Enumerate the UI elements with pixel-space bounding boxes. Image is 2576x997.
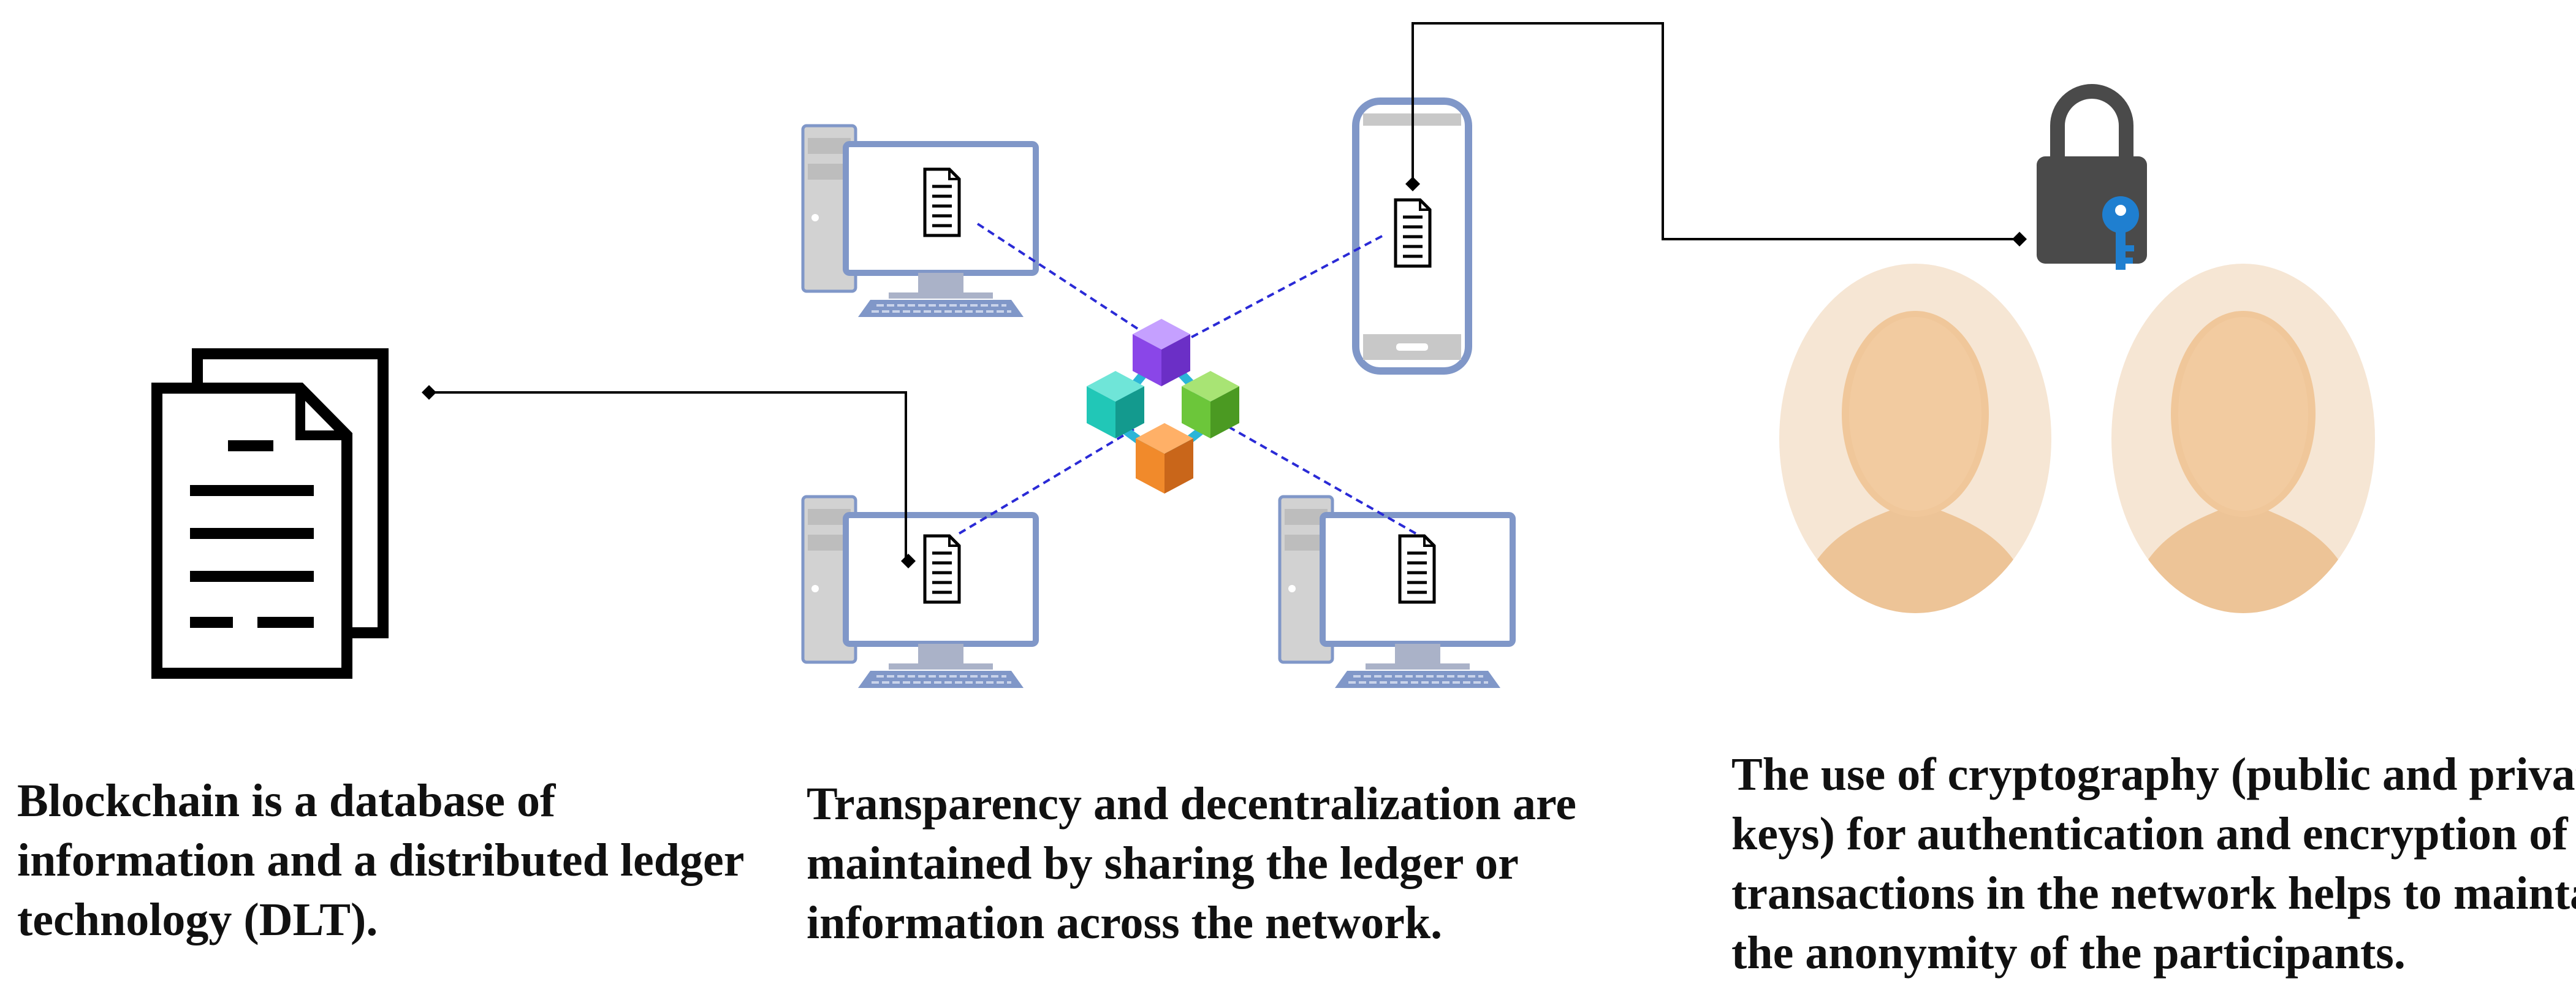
person-avatar-icon-right [2111,264,2375,613]
caption-line: Transparency and decentralization are [807,778,1577,830]
blockchain-cubes-icon [1087,319,1239,494]
caption-line: technology (DLT). [17,894,378,945]
desktop-computer-bottom-right [1280,497,1513,688]
caption-line: The use of cryptography (public and priv… [1731,749,2576,800]
caption-line: maintained by sharing the ledger or [807,838,1519,889]
desktop-computer-bottom-left [803,497,1036,688]
document-icon-phone [1396,200,1430,266]
connector-ledger-start-marker [422,385,436,400]
document-icon-bottom-left [925,536,959,602]
caption-line: Blockchain is a database of [17,775,556,827]
document-icon-bottom-right [1400,536,1434,602]
padlock-icon [2037,84,2147,264]
network-links [958,223,1416,535]
connector-ledger-end-marker [901,554,916,568]
caption-line: information and a distributed ledger [17,835,745,886]
ledger-document-icon [151,348,389,679]
person-avatar-icon-left [1779,264,2051,613]
desktop-computer-top-left [803,126,1036,317]
caption-transparency-decentralization: Transparency and decentralization are ma… [807,774,1576,953]
caption-line: information across the network. [807,897,1443,949]
key-icon [2102,196,2139,270]
document-icon-top-left [925,169,959,235]
caption-line: transactions in the network helps to mai… [1731,868,2576,919]
connector-lock-end-marker [2012,232,2027,246]
caption-line: keys) for authentication and encryption … [1731,808,2568,860]
connector-phone-to-lock [1411,22,2019,240]
caption-line: the anonymity of the participants. [1731,927,2406,979]
connector-phone-end-marker [1405,177,1420,191]
caption-blockchain-database: Blockchain is a database of information … [17,771,745,950]
caption-cryptography-anonymity: The use of cryptography (public and priv… [1731,745,2576,983]
